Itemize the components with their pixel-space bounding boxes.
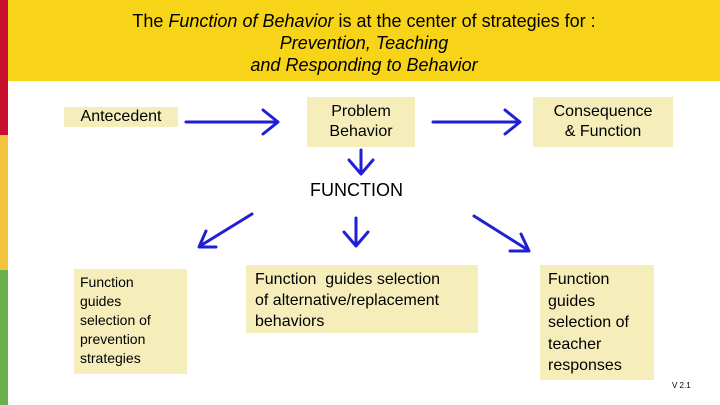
side-stripe-yellow [0, 135, 8, 270]
arrow-antecedent-to-behavior [184, 108, 280, 136]
title-line-2: Prevention, Teaching [279, 33, 449, 53]
antecedent-box: Antecedent [64, 107, 178, 127]
problem-behavior-box: Problem Behavior [307, 97, 415, 147]
function-label: FUNCTION [310, 180, 403, 200]
slide-title: The Function of Behavior is at the cente… [8, 0, 720, 81]
side-stripe-red [0, 0, 8, 135]
title-italic: Function of Behavior [168, 11, 334, 31]
teacher-responses-box: Function guides selection of teacher res… [540, 265, 654, 380]
side-stripe-green [0, 270, 8, 405]
title-line-3: and Responding to Behavior [250, 55, 478, 75]
consequence-function-box: Consequence & Function [533, 97, 673, 147]
arrow-behavior-to-function [347, 148, 375, 176]
title-line-1: The Function of Behavior is at the cente… [132, 11, 596, 31]
arrow-to-alternative [342, 216, 370, 248]
version-label: V 2.1 [672, 381, 691, 390]
arrow-to-prevention [197, 212, 254, 249]
arrow-to-teacher [472, 214, 531, 253]
prevention-strategies-box: Function guides selection of prevention … [74, 269, 187, 374]
arrow-behavior-to-consequence [431, 108, 522, 136]
replacement-behaviors-box: Function guides selection of alternative… [246, 265, 478, 333]
